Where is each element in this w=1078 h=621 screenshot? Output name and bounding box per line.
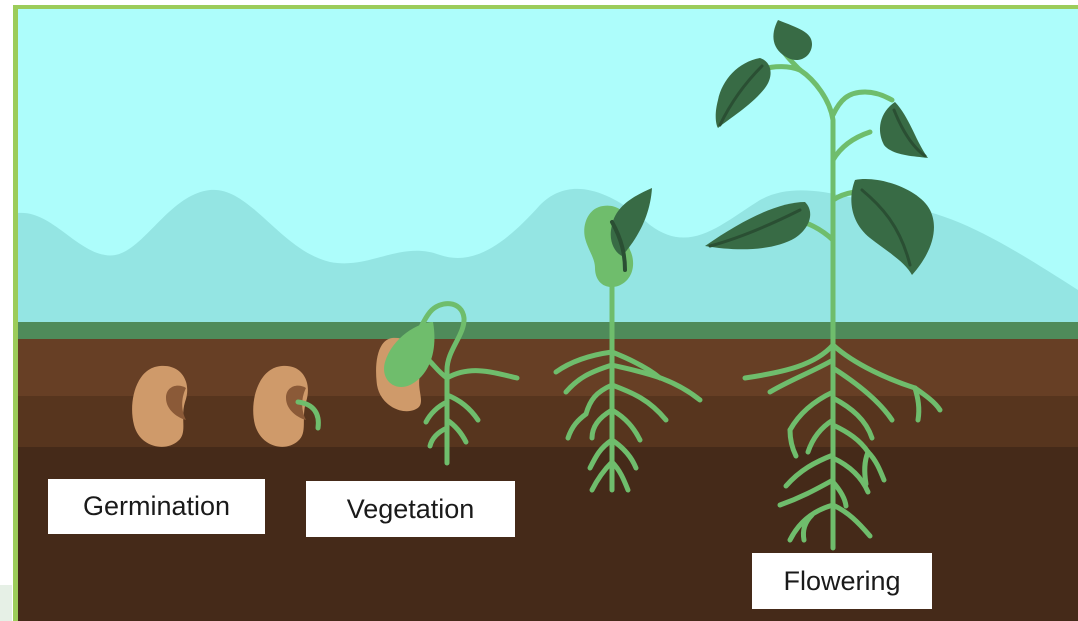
bottom-left-gap <box>0 585 12 621</box>
stage-label-germination: Germination <box>48 479 265 534</box>
grass-strip <box>18 322 1078 340</box>
stage-label-flowering: Flowering <box>752 553 932 609</box>
stage-label-vegetation: Vegetation <box>306 481 515 537</box>
